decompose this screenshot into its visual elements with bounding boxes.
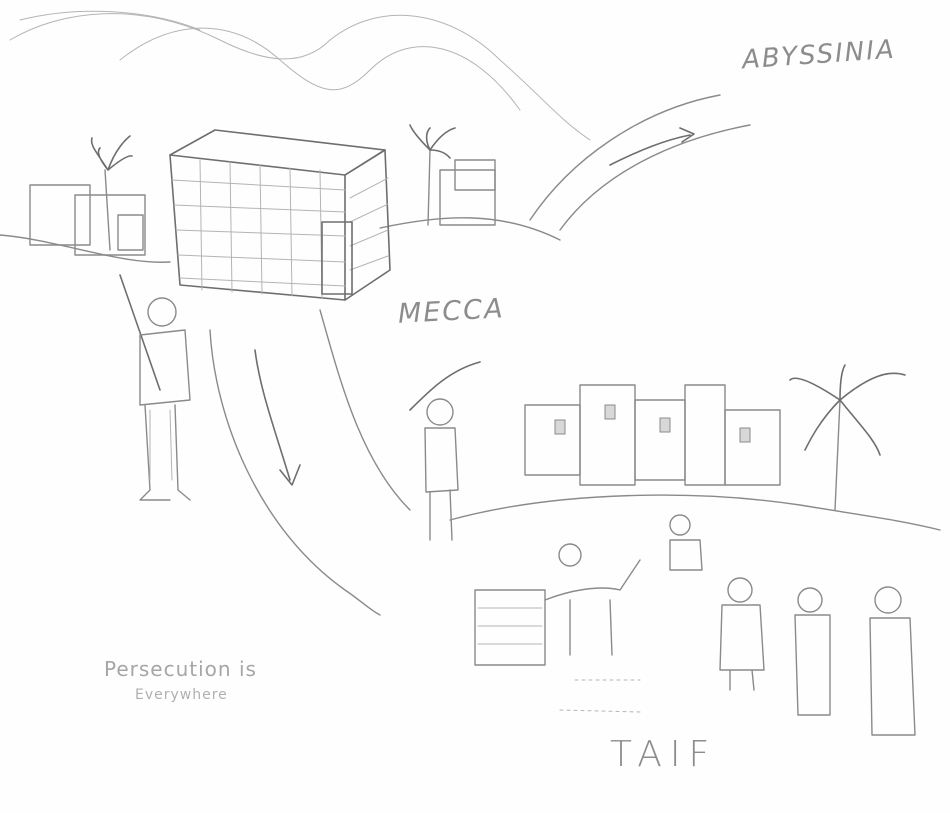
mecca-ground — [0, 217, 561, 263]
caption-line-2: Everywhere — [135, 687, 228, 703]
mecca-houses-right — [409, 124, 496, 226]
abyssinia-path — [529, 94, 751, 231]
road — [209, 309, 411, 616]
taif-dashes — [559, 679, 641, 713]
label-mecca: MECCA — [397, 293, 506, 330]
taif-people — [474, 514, 916, 736]
label-taif: TAIF — [610, 734, 718, 775]
kaaba — [169, 129, 391, 301]
mecca-houses-left — [29, 135, 146, 256]
taif-palm — [789, 364, 906, 511]
taif-houses — [524, 384, 781, 486]
middle-figure — [409, 361, 481, 541]
taif-ground — [449, 494, 941, 531]
caption-line-1: Persecution is — [104, 657, 257, 681]
hills — [9, 10, 591, 141]
persecutor-figure — [119, 274, 191, 501]
